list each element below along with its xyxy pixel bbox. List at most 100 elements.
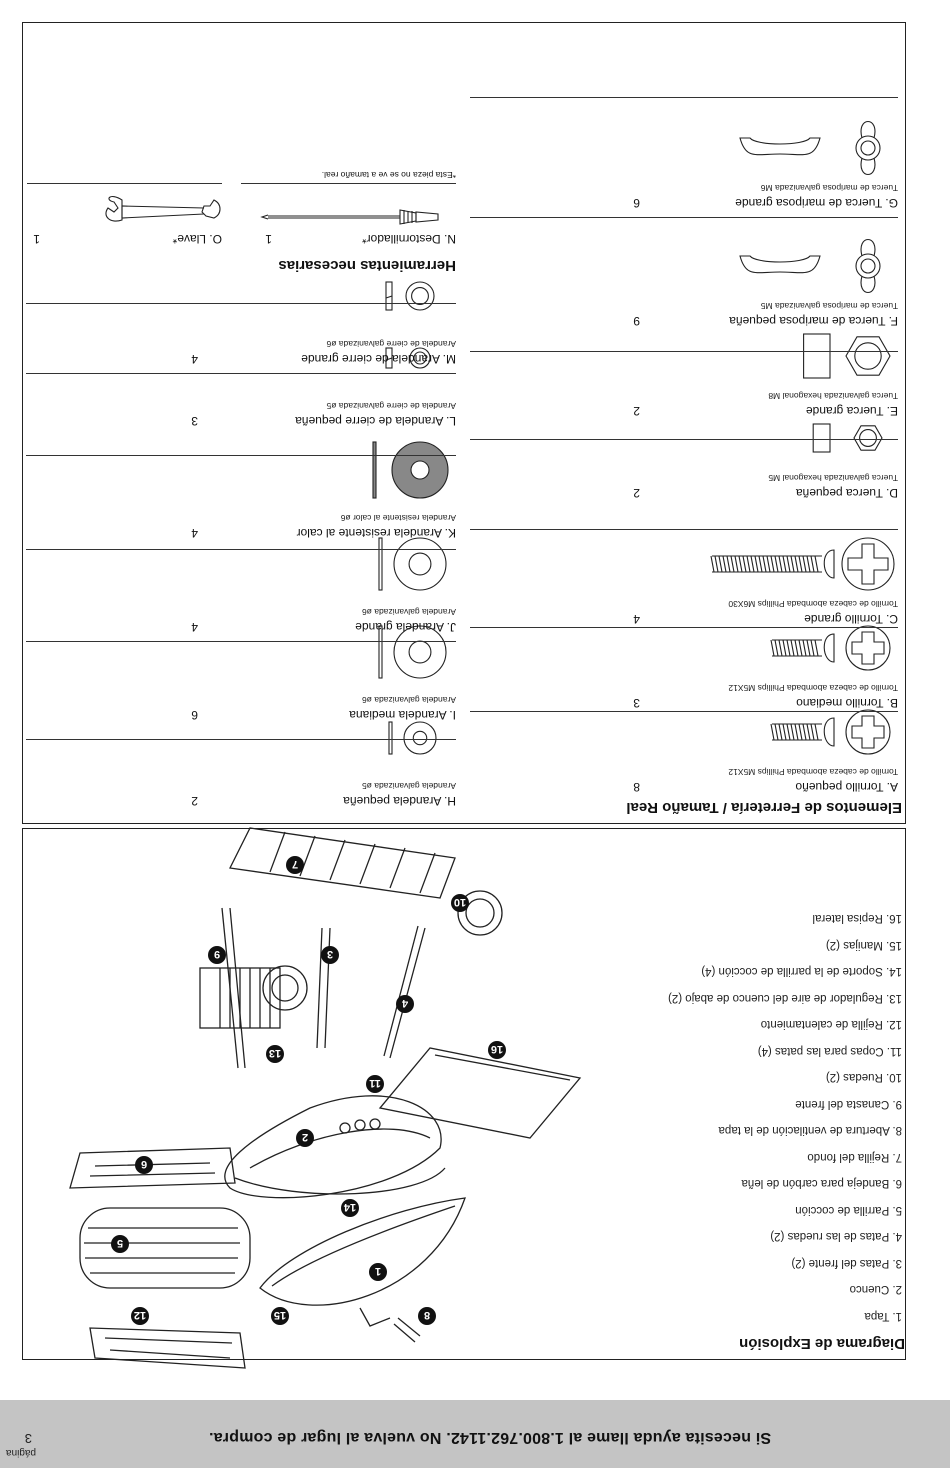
callout-number: 3 xyxy=(327,948,333,960)
hardware-item-label: B. Tornillo mediano xyxy=(796,696,898,710)
hardware-row-divider xyxy=(26,455,456,456)
callout-number: 5 xyxy=(117,1237,123,1249)
hardware-row-divider xyxy=(470,217,898,218)
flat-washer-icon xyxy=(378,537,447,591)
hardware-row-divider xyxy=(26,641,456,642)
hardware-item-spec: Arandela resistente al calor ø6 xyxy=(340,513,456,523)
lock-washer-icon xyxy=(385,347,431,369)
callout-number: 14 xyxy=(343,1201,356,1213)
hardware-item-label: E. Tuerca grande xyxy=(805,404,898,418)
hardware-item-label: A. Tornillo pequeño xyxy=(795,780,898,794)
hardware-item-qty: 2 xyxy=(633,404,640,418)
hardware-item-spec: Tuerca galvanizada hexagonal M8 xyxy=(768,391,898,401)
tool-wrench-label: O. Llave* xyxy=(172,232,222,246)
hardware-row-divider xyxy=(470,627,898,628)
hardware-item-qty: 8 xyxy=(633,780,640,794)
hardware-item-label: I. Arandela mediana xyxy=(349,708,456,722)
hardware-item-spec: Tuerca galvanizada hexagonal M5 xyxy=(768,473,898,483)
hardware-row-divider xyxy=(26,373,456,374)
hardware-item-qty: 9 xyxy=(633,314,640,328)
hardware-item-spec: Arandela galvanizada ø6 xyxy=(361,695,456,705)
tool-screwdriver-label: N. Destornillador* xyxy=(361,232,456,246)
callout-badge: 13 xyxy=(266,1045,284,1063)
callout-number: 1 xyxy=(375,1265,381,1277)
callout-badge: 16 xyxy=(488,1041,506,1059)
hardware-item-spec: Arandela de cierre galvanizada ø5 xyxy=(326,401,456,411)
hardware-item-label: K. Arandela resistente al calor xyxy=(296,526,456,540)
phillips-screw-icon xyxy=(770,625,891,671)
callout-number: 7 xyxy=(292,858,298,870)
hardware-row-divider xyxy=(26,549,456,550)
heat-resistant-washer-icon xyxy=(372,441,449,499)
callout-number: 15 xyxy=(274,1309,286,1321)
callout-number: 12 xyxy=(134,1309,146,1321)
callout-badge: 11 xyxy=(366,1075,384,1093)
lid-shape xyxy=(259,1197,466,1306)
hardware-item-label: M. Arandela de cierre grande xyxy=(301,352,456,366)
callout-badge: 3 xyxy=(321,946,339,964)
hex-nut-icon xyxy=(812,423,883,453)
hardware-item-label: F. Tuerca de mariposa pequeña xyxy=(729,314,898,328)
callout-badge: 5 xyxy=(111,1235,129,1253)
callout-badge: 1 xyxy=(369,1263,387,1281)
hardware-row-divider xyxy=(470,97,898,98)
hardware-item-label: L. Arandela de cierre pequeña xyxy=(295,414,456,428)
hardware-row-divider xyxy=(26,739,456,740)
hardware-item-label: J. Arandela grande xyxy=(355,620,456,634)
hardware-item-spec: Tuerca de mariposa galvanizada M5 xyxy=(760,301,898,311)
hardware-item-label: G. Tuerca de mariposa grande xyxy=(735,196,898,210)
hardware-item-qty: 4 xyxy=(191,620,198,634)
tool-divider-1 xyxy=(241,183,456,184)
callout-number: 2 xyxy=(302,1131,308,1143)
hardware-item-qty: 3 xyxy=(191,414,198,428)
callout-badge: 10 xyxy=(451,894,469,912)
callout-number: 6 xyxy=(141,1158,147,1170)
hardware-item-spec: Tornillo de cabeza abombada Phillips M5X… xyxy=(728,683,898,693)
flat-washer-icon xyxy=(388,721,437,755)
callout-badge: 14 xyxy=(341,1199,359,1217)
hardware-item-qty: 6 xyxy=(633,196,640,210)
hardware-item-spec: Arandela de cierre galvanizada ø6 xyxy=(326,339,456,349)
callout-number: 16 xyxy=(491,1043,503,1055)
hardware-item-qty: 2 xyxy=(633,486,640,500)
callout-badge: 8 xyxy=(418,1307,436,1325)
hardware-item-spec: Tuerca de mariposa galvanizada M6 xyxy=(760,183,898,193)
callout-badge: 6 xyxy=(135,1156,153,1174)
hardware-title: Elementos de Ferretería / Tamaño Real xyxy=(626,799,902,816)
hex-nut-icon xyxy=(803,333,891,379)
tools-note: *Esta pieza no se ve a tamaño real. xyxy=(321,170,456,180)
callout-badge: 2 xyxy=(296,1129,314,1147)
phillips-screw-icon xyxy=(710,537,895,591)
hardware-item-label: D. Tuerca pequeña xyxy=(795,486,898,500)
callout-badge: 4 xyxy=(396,995,414,1013)
tool-screwdriver-qty: 1 xyxy=(265,232,272,246)
hardware-item-spec: Tornillo de cabeza abombada Phillips M6X… xyxy=(728,599,898,609)
wing-nut-icon xyxy=(739,121,881,175)
callout-badge: 15 xyxy=(271,1307,289,1325)
screwdriver-icon xyxy=(260,209,439,225)
tool-wrench-qty: 1 xyxy=(33,232,40,246)
hardware-item-spec: Arandela galvanizada ø6 xyxy=(361,607,456,617)
hardware-item-qty: 2 xyxy=(191,794,198,808)
hardware-item-label: C. Tornillo grande xyxy=(804,612,898,626)
tool-divider-2 xyxy=(27,183,222,184)
hardware-item-qty: 6 xyxy=(191,708,198,722)
lock-washer-icon xyxy=(385,281,435,311)
hardware-item-spec: Arandela galvanizada ø5 xyxy=(361,781,456,791)
hardware-row-divider xyxy=(470,439,898,440)
hardware-item-qty: 4 xyxy=(191,352,198,366)
hardware-item-qty: 4 xyxy=(191,526,198,540)
hardware-item-spec: Tornillo de cabeza abombada Phillips M5X… xyxy=(728,767,898,777)
hardware-row-divider xyxy=(470,529,898,530)
callout-number: 10 xyxy=(454,896,466,908)
hardware-item-qty: 4 xyxy=(633,612,640,626)
callout-number: 8 xyxy=(424,1309,430,1321)
phillips-screw-icon xyxy=(770,709,891,755)
tools-title: Herramientas necesarias xyxy=(278,257,456,274)
hardware-item-label: H. Arandela pequeña xyxy=(343,794,456,808)
wing-nut-icon xyxy=(739,239,881,293)
hardware-row-divider xyxy=(26,303,456,304)
callout-number: 13 xyxy=(269,1047,281,1059)
hardware-item-qty: 3 xyxy=(633,696,640,710)
